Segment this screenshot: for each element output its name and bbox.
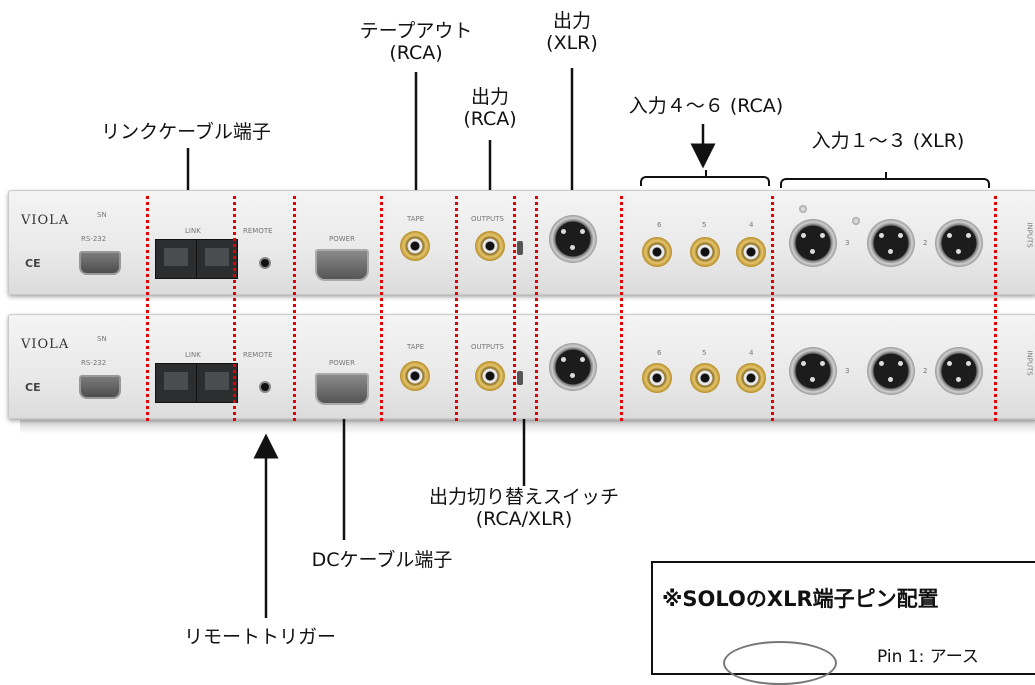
power-label: POWER [329,359,355,367]
output-switch-label-line2: (RCA/XLR) [475,508,573,530]
link-port-2 [196,363,238,403]
input-4-rca [736,363,766,393]
ce-mark: CE [25,381,41,394]
outputs-label: OUTPUTS [471,215,504,223]
xlr-connector-image [723,641,837,685]
arrows-layer [175,68,716,618]
lower-unit-rear-panel: VIOLA SN RS-232 CE LINK REMOTE POWER TAP… [8,314,1035,419]
inputs-xlr-label: 入力１～３ (XLR) [811,130,965,152]
divider [513,196,516,421]
input-5-number: 5 [702,221,707,229]
remote-label: REMOTE [243,227,273,235]
power-connector [315,249,369,281]
tape-out-label-line2: (RCA) [389,42,443,64]
link-label: LINK [185,351,201,359]
output-xlr-label-line2: (XLR) [546,32,598,54]
output-switch [517,241,523,255]
link-cable-label: リンクケーブル端子 [101,121,271,143]
brand-logo: VIOLA [21,213,70,228]
output-xlr-label-line1: 出力 [552,10,591,32]
input-3-xlr [789,219,837,267]
power-connector [315,373,369,405]
input-6-rca [642,237,672,267]
divider [293,196,296,421]
inputs-rca-label: 入力４～６ (RCA) [628,95,784,117]
input-1-xlr [935,347,983,395]
input-5-rca [690,363,720,393]
input-6-rca [642,363,672,393]
tape-out-label: テープアウト (RCA) [336,20,496,64]
tape-label: TAPE [407,343,425,351]
divider [233,196,236,421]
output-xlr-label: 出力 (XLR) [522,10,622,54]
output-rca-jack [475,361,505,391]
remote-trigger-label: リモートトリガー [183,626,336,648]
tape-out-rca [400,231,430,261]
input-5-rca [690,237,720,267]
sn-label: SN [97,335,107,343]
divider [535,196,538,421]
sn-label: SN [97,211,107,219]
output-rca-label: 出力 (RCA) [440,86,540,130]
divider [771,196,774,421]
rs232-port [79,251,121,275]
divider [455,196,458,421]
input-4-number: 4 [749,221,754,229]
link-port-1 [155,239,197,279]
inputs-label: INPUTS [1025,222,1034,248]
tape-label: TAPE [407,215,425,223]
link-label: LINK [185,227,201,235]
tape-out-rca [400,361,430,391]
remote-label: REMOTE [243,351,273,359]
xlr-pin-note-title: ※SOLOのXLR端子ピン配置 [662,587,939,611]
rs232-port [79,375,121,399]
remote-jack [259,381,271,393]
xlr-pin-note-box: ※SOLOのXLR端子ピン配置 Pin 1: アース [651,561,1035,685]
outputs-label: OUTPUTS [471,343,504,351]
xlr-pin1-text: Pin 1: アース [877,647,979,667]
rs232-label: RS-232 [81,235,107,243]
input-3-number: 3 [845,367,850,375]
inputs-xlr-brace [780,172,990,188]
output-switch-label: 出力切り替えスイッチ (RCA/XLR) [394,486,654,530]
brand-logo: VIOLA [21,337,70,352]
input-6-number: 6 [657,349,662,357]
upper-unit-rear-panel: VIOLA SN RS-232 CE LINK REMOTE POWER TAP… [8,190,1035,295]
unit-shadow [20,420,1035,434]
divider [620,196,623,421]
input-2-number: 2 [923,239,928,247]
output-xlr-jack [549,215,597,263]
output-rca-label-line1: 出力 [470,86,509,108]
tape-out-label-line1: テープアウト [359,20,473,42]
link-port-2 [196,239,238,279]
power-label: POWER [329,235,355,243]
output-rca-label-line2: (RCA) [463,108,517,130]
input-5-number: 5 [702,349,707,357]
input-4-rca [736,237,766,267]
output-switch [517,371,523,385]
input-3-xlr [789,347,837,395]
link-port-1 [155,363,197,403]
dc-cable-label: DCケーブル端子 [311,549,453,571]
input-1-xlr [935,219,983,267]
divider [380,196,383,421]
remote-jack [259,257,271,269]
divider [994,196,997,421]
screw [799,205,807,213]
input-3-number: 3 [845,239,850,247]
output-rca-jack [475,231,505,261]
inputs-label: INPUTS [1025,350,1034,376]
output-xlr-jack [549,343,597,391]
input-2-xlr [867,347,915,395]
rs232-label: RS-232 [81,359,107,367]
input-6-number: 6 [657,221,662,229]
input-2-xlr [867,219,915,267]
divider [146,196,149,421]
input-2-number: 2 [923,367,928,375]
ce-mark: CE [25,257,41,270]
input-4-number: 4 [749,349,754,357]
output-switch-label-line1: 出力切り替えスイッチ [428,486,619,508]
inputs-rca-brace [640,170,770,186]
screw [852,217,860,225]
